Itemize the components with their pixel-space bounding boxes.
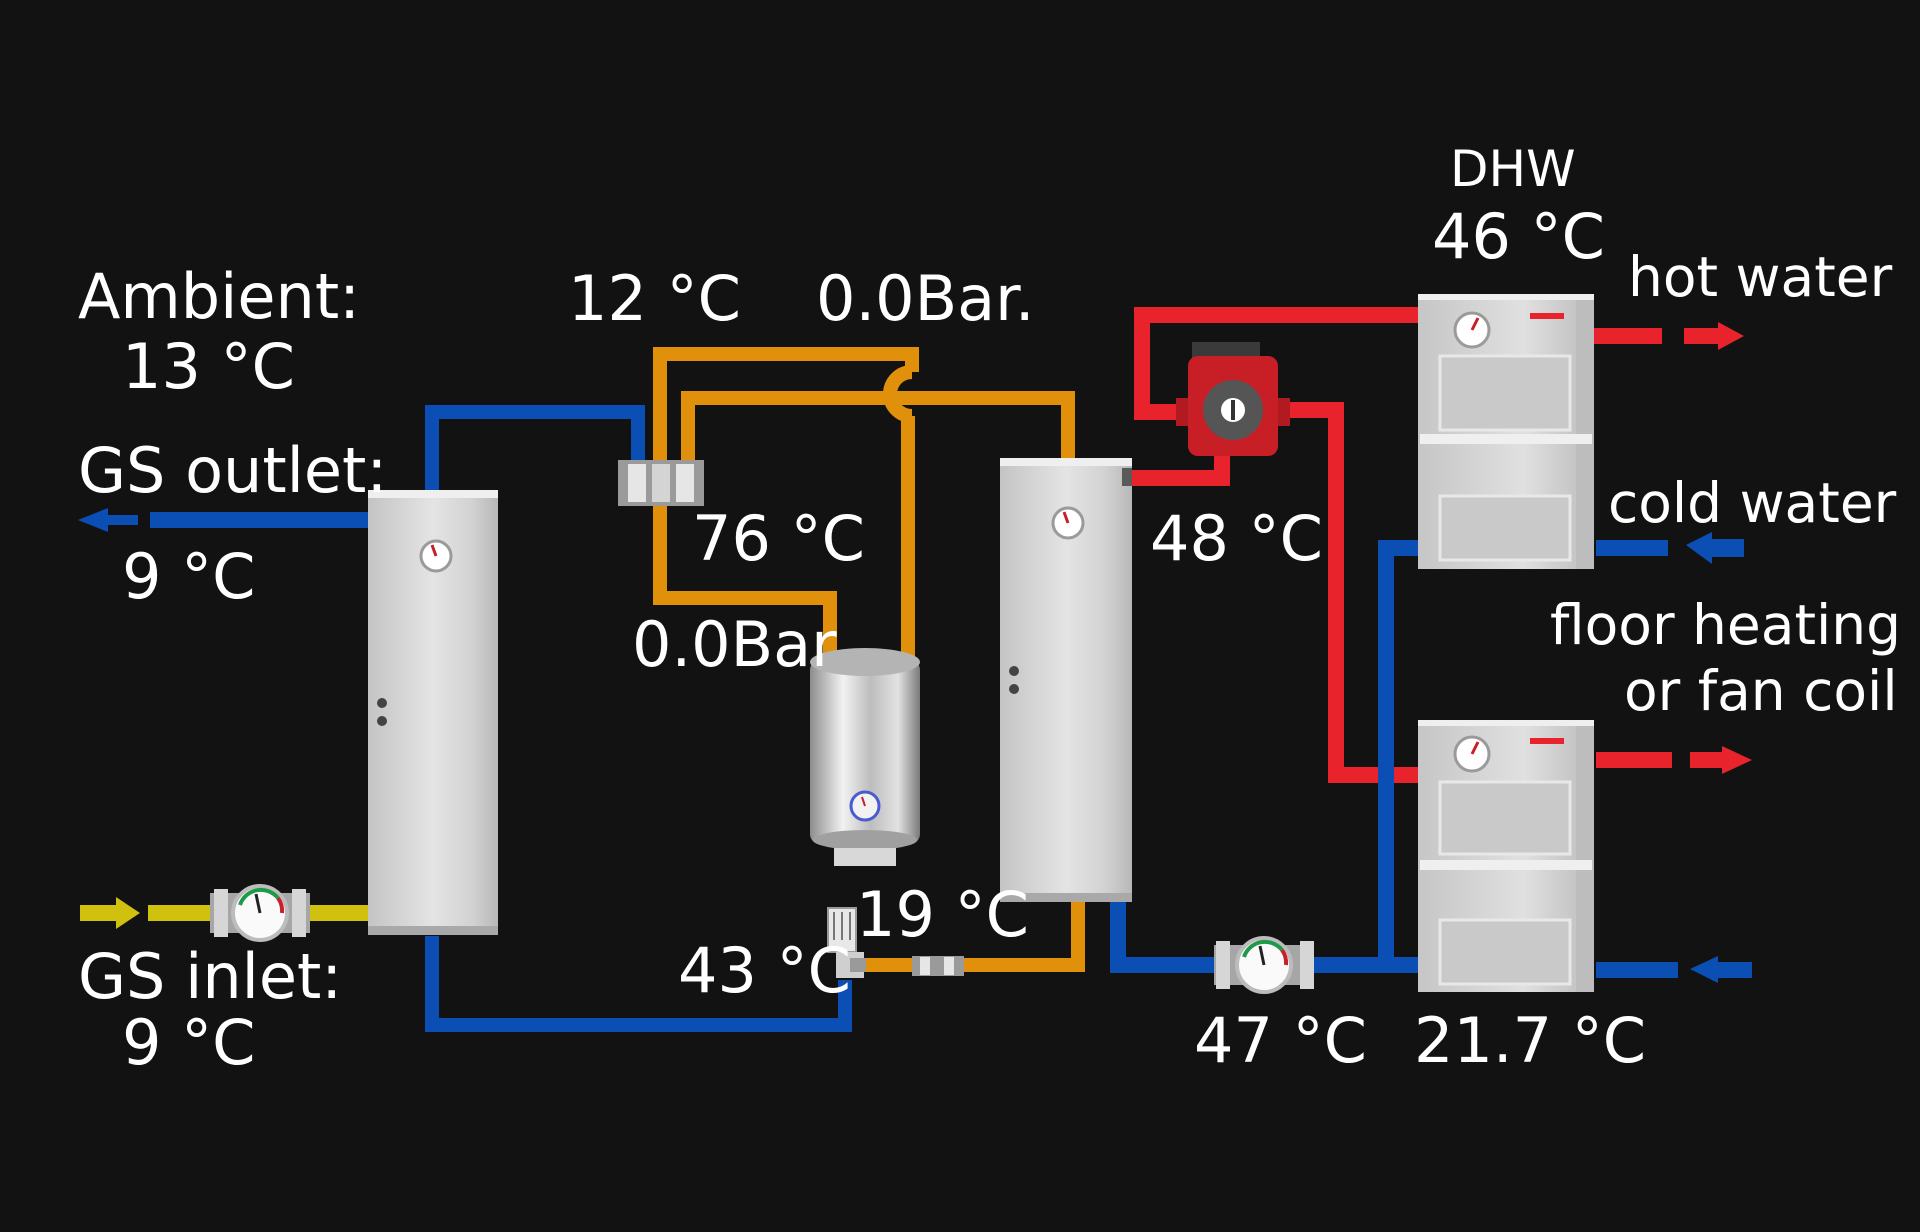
- gs-inlet-flow-gauge: [210, 884, 310, 942]
- refrigerant-pipe-inner: [681, 391, 1075, 480]
- return-temp: 47 °C: [1194, 1004, 1367, 1077]
- dhw-return-blue: [1378, 540, 1418, 965]
- buffer-temp: 21.7 °C: [1414, 1004, 1647, 1077]
- buffer-tank-unit: [1418, 720, 1594, 992]
- compressor-icon: [810, 648, 920, 866]
- gs-outlet-label: GS outlet:: [78, 434, 388, 507]
- arrow-right-icon: [1690, 746, 1752, 774]
- heating-feed-red: [1278, 402, 1418, 783]
- arrow-right-icon: [1684, 322, 1744, 350]
- hot-water-label: hot water: [1628, 245, 1893, 309]
- dhw-feed-red: [1134, 307, 1420, 420]
- arrow-left-icon: [78, 508, 138, 532]
- arrows: [78, 322, 1752, 983]
- condenser-unit: [1000, 458, 1132, 902]
- dhw-temp: 46 °C: [1432, 200, 1605, 273]
- arrow-left-icon: [1686, 532, 1744, 564]
- floor-heating-label: floor heating: [1550, 593, 1902, 657]
- dhw-title: DHW: [1450, 140, 1576, 198]
- ambient-label: Ambient:: [78, 260, 361, 333]
- return-flow-gauge: [1214, 936, 1314, 994]
- gs-outlet-value: 9 °C: [122, 540, 256, 613]
- refrigerant-pipe-left: [653, 504, 837, 665]
- evaporator-unit: [368, 490, 498, 935]
- discharge-temp: 76 °C: [692, 502, 865, 575]
- suction-pipe: [425, 405, 645, 492]
- return-pipe-blue: [1110, 902, 1418, 973]
- low-pressure: 0.0Bar: [632, 608, 837, 681]
- pipe-union-top: [618, 460, 704, 506]
- supply-temp: 48 °C: [1150, 502, 1323, 575]
- gs-inlet-label: GS inlet:: [78, 940, 343, 1013]
- cold-water-label: cold water: [1608, 471, 1897, 535]
- evaporator-inlet-temp: 43 °C: [678, 934, 851, 1007]
- arrow-right-icon: [80, 897, 140, 929]
- dhw-tank-unit: [1418, 294, 1594, 569]
- high-pressure: 0.0Bar.: [816, 262, 1035, 335]
- gs-inlet-value: 9 °C: [122, 1006, 256, 1079]
- expansion-valve-icon: [827, 907, 866, 978]
- arrow-left-icon: [1690, 956, 1752, 983]
- circulation-pump-icon: [1176, 342, 1290, 456]
- ambient-value: 13 °C: [122, 330, 295, 403]
- pipe-union-liquid: [912, 956, 964, 976]
- refrigerant-pipe-outer: [653, 347, 919, 480]
- fan-coil-label: or fan coil: [1624, 659, 1898, 723]
- liquid-temp: 19 °C: [856, 878, 1029, 951]
- evaporator-return-pipe: [425, 936, 852, 1032]
- suction-temp: 12 °C: [568, 262, 741, 335]
